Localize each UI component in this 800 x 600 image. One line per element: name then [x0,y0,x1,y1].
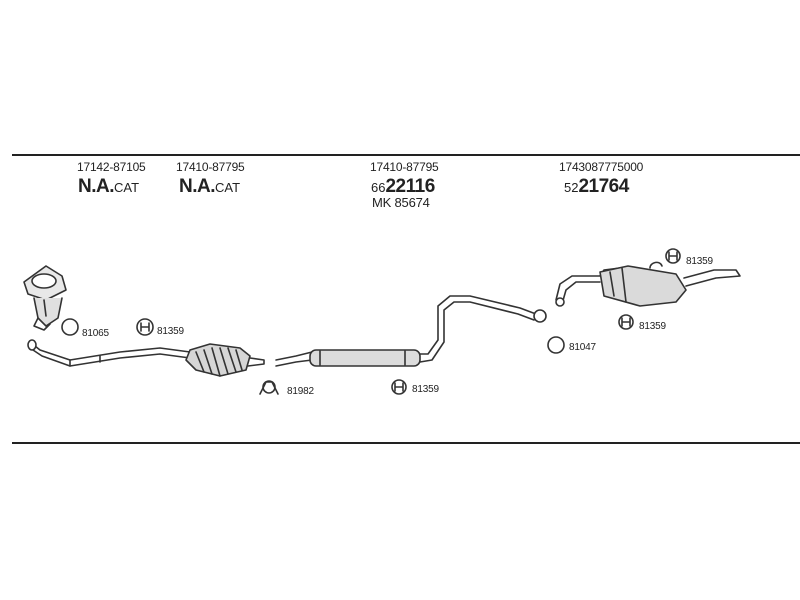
part-code-2: 17410-87795 [176,160,245,174]
top-divider [12,154,800,156]
catalytic-converter [185,343,265,377]
bottom-divider [12,442,800,444]
part-number-3: 6622116 [371,176,435,197]
gasket-ring-icon [61,318,79,336]
front-exhaust-pipe [27,339,191,367]
callout-ring2: 81047 [569,342,596,353]
callout-hanger2: 81359 [412,384,439,395]
part-code-1: 17142-87105 [77,160,146,174]
part-desc-1: N.A.CAT [78,176,140,197]
rear-muffler [555,261,741,307]
part-desc-2: N.A.CAT [179,176,241,197]
part-number-4: 5221764 [564,176,629,197]
pipe-clamp-icon [259,380,279,395]
part-extra-3: MK 85674 [372,195,430,210]
rubber-hanger-icon [665,248,681,264]
gasket-ring-icon [547,336,565,354]
callout-hanger3: 81359 [639,321,666,332]
callout-hanger1: 81359 [157,326,184,337]
part-code-4: 1743087775000 [559,160,644,174]
part-code-3: 17410-87795 [370,160,439,174]
rubber-hanger-icon [136,318,154,336]
callout-hanger4: 81359 [686,256,713,267]
callout-clamp: 81982 [287,386,314,397]
rubber-hanger-icon [618,314,634,330]
middle-silencer-pipe [275,295,547,367]
rubber-hanger-icon [391,379,407,395]
callout-ring1: 81065 [82,328,109,339]
front-pipe-part [23,265,67,331]
